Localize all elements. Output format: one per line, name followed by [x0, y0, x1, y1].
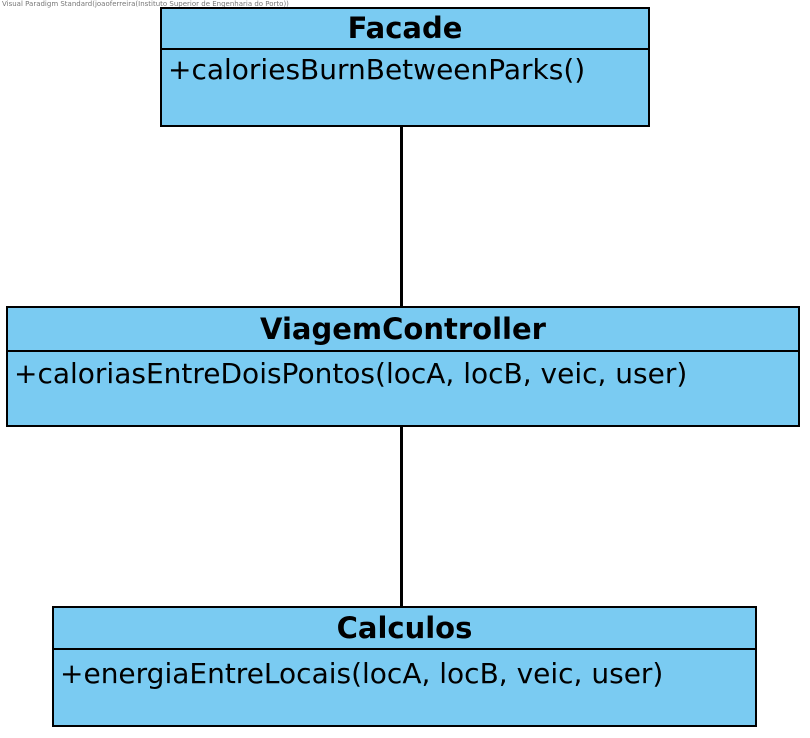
association-viagemcontroller-calculos — [400, 426, 403, 608]
watermark-text: Visual Paradigm Standard(joaoferreira(In… — [2, 0, 289, 8]
class-viagemcontroller-operation: +caloriasEntreDoisPontos(locA, locB, vei… — [14, 357, 688, 390]
class-calculos[interactable]: Calculos +energiaEntreLocais(locA, locB,… — [52, 606, 757, 727]
class-facade-name: Facade — [162, 9, 648, 50]
class-facade[interactable]: Facade +caloriesBurnBetweenParks() — [160, 7, 650, 127]
class-calculos-operation: +energiaEntreLocais(locA, locB, veic, us… — [60, 657, 664, 690]
class-calculos-name: Calculos — [54, 608, 755, 650]
class-facade-operation: +caloriesBurnBetweenParks() — [168, 53, 586, 86]
class-viagemcontroller[interactable]: ViagemController +caloriasEntreDoisPonto… — [6, 306, 800, 427]
association-facade-viagemcontroller — [400, 126, 403, 306]
class-viagemcontroller-name: ViagemController — [8, 308, 798, 352]
